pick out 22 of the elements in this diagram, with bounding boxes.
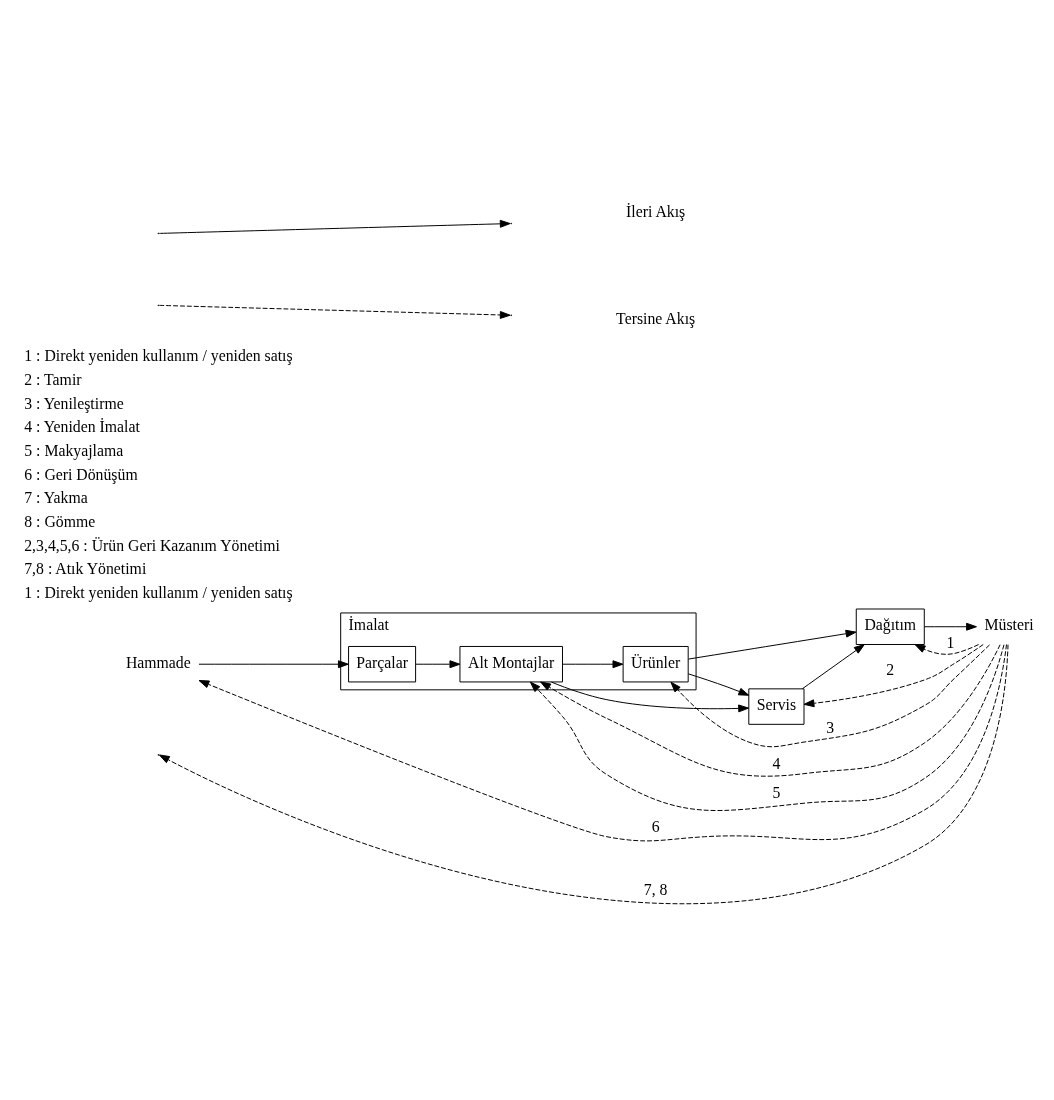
- label: 5 : Makyajlama: [24, 442, 124, 459]
- label: 7 : Yakma: [24, 489, 88, 507]
- edge-label: 3: [826, 719, 835, 737]
- label: 4 : Yeniden İmalat: [24, 418, 140, 436]
- node-text: Müsteri: [984, 616, 1034, 634]
- label: 1 : Direkt yeniden kullanım / yeniden satış: [24, 347, 293, 365]
- legend-label: İleri Akış: [626, 203, 686, 221]
- label: 8 : Gömme: [24, 512, 96, 530]
- label: 2,3,4,5,6 : Ürün Geri Kazanım Yönetimi: [24, 536, 280, 554]
- node-text: Hammade: [125, 653, 191, 671]
- label: 7,8 : Atık Yönetimi: [24, 560, 147, 578]
- edge-label: 2: [886, 660, 895, 678]
- label: 6 : Geri Dönüşüm: [24, 465, 138, 483]
- edge-label: 4: [772, 754, 781, 772]
- legend-label: Tersine Akış: [616, 309, 696, 327]
- label: 2 : Tamir: [24, 371, 82, 389]
- label: 1 : Direkt yeniden kullanım / yeniden satış: [24, 583, 293, 601]
- edge-label: 1: [946, 634, 955, 652]
- edge-label: 7, 8: [643, 880, 668, 898]
- edge-label: 6: [651, 817, 660, 835]
- edge-label: 5: [772, 784, 781, 802]
- label: 3 : Yenileştirme: [24, 394, 124, 412]
